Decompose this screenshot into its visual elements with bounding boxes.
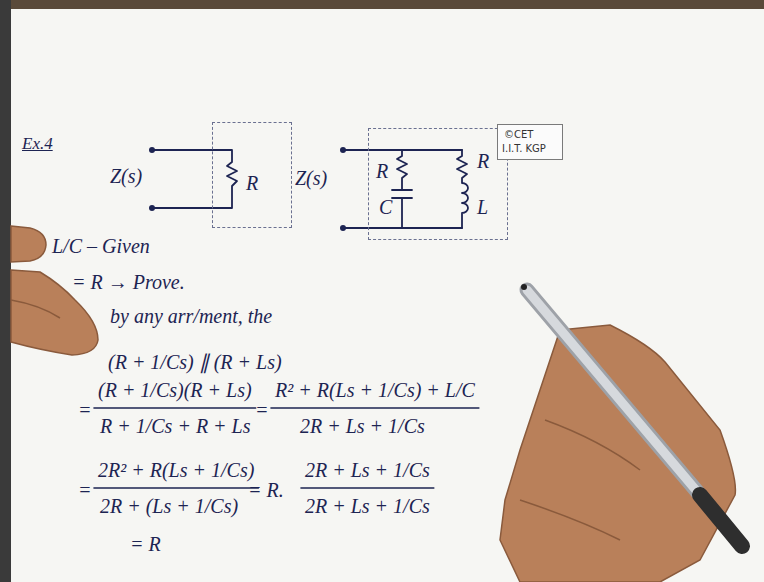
note-text: L/C – Given bbox=[52, 234, 150, 258]
equation-text: R² + R(Ls + 1/Cs) + L/C bbox=[275, 378, 475, 402]
circuit-wires bbox=[152, 150, 468, 228]
equation-text: 2R + Ls + 1/Cs bbox=[300, 414, 425, 438]
component-label: L bbox=[477, 195, 488, 219]
impedance-label: Z(s) bbox=[295, 166, 327, 190]
fraction-bar bbox=[94, 407, 256, 409]
wire bbox=[343, 150, 462, 228]
equation-text: 2R + Ls + 1/Cs bbox=[305, 494, 430, 518]
logo-text: I.I.T. KGP bbox=[502, 143, 546, 155]
resistor-inductor-branch bbox=[457, 150, 468, 228]
equation-text: = bbox=[255, 398, 269, 422]
equation-text: (R + 1/Cs) ∥ (R + Ls) bbox=[108, 350, 282, 374]
equation-text: = R bbox=[130, 532, 161, 556]
equation-text: 2R + Ls + 1/Cs bbox=[305, 458, 430, 482]
component-label: R bbox=[376, 159, 388, 183]
note-text: by any arr/ment, the bbox=[110, 304, 272, 328]
equation-text: = bbox=[78, 398, 92, 422]
note-text: = R → Prove. bbox=[72, 270, 185, 294]
equation-text: R + 1/Cs + R + Ls bbox=[100, 414, 251, 438]
equation-text: = bbox=[78, 478, 92, 502]
right-hand bbox=[500, 325, 735, 582]
component-label: R bbox=[246, 171, 258, 195]
circuit-box: R bbox=[212, 122, 292, 228]
pen bbox=[521, 284, 742, 546]
left-edge bbox=[0, 0, 11, 582]
fraction-bar bbox=[271, 407, 479, 409]
top-edge bbox=[0, 0, 764, 9]
component-label: R bbox=[477, 149, 489, 173]
resistor-capacitor-branch bbox=[392, 150, 412, 228]
heading-text: Ex.4 bbox=[22, 132, 53, 156]
component-label: C bbox=[379, 195, 392, 219]
logo-box: ©CET I.I.T. KGP bbox=[497, 124, 563, 160]
equation-text: 2R² + R(Ls + 1/Cs) bbox=[98, 458, 254, 482]
logo-text: ©CET bbox=[504, 129, 533, 141]
fraction-bar bbox=[94, 487, 258, 489]
circuit-box: RRCL bbox=[368, 128, 508, 240]
impedance-label: Z(s) bbox=[110, 164, 142, 188]
equation-text: (R + 1/Cs)(R + Ls) bbox=[98, 378, 252, 402]
resistor-symbol bbox=[152, 150, 237, 208]
equation-text: 2R + (Ls + 1/Cs) bbox=[100, 494, 238, 518]
terminals bbox=[149, 147, 346, 231]
fraction-bar bbox=[301, 487, 434, 489]
equation-text: = R. bbox=[248, 478, 284, 502]
